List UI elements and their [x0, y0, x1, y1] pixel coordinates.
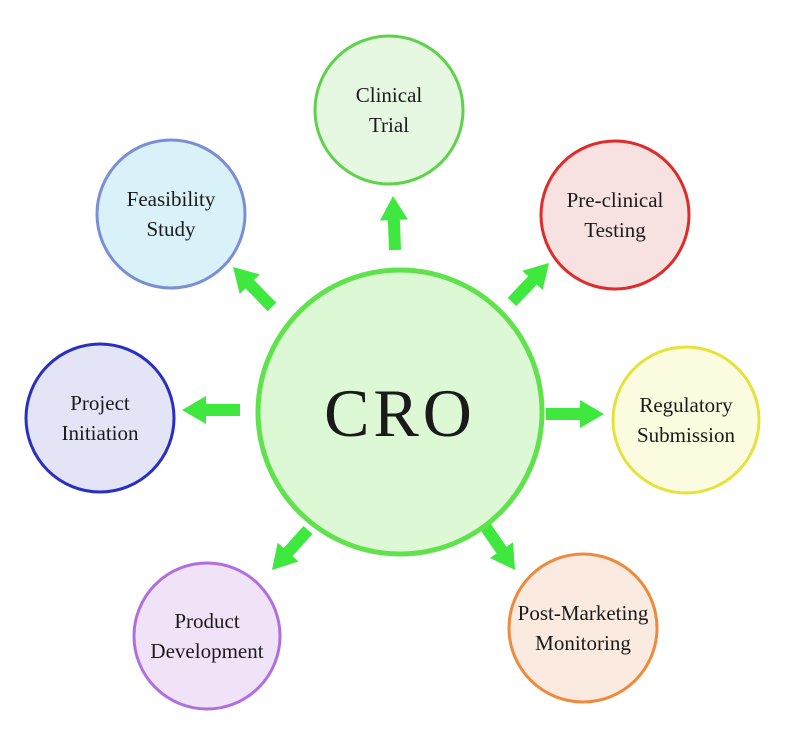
arrow-to-regulatory-submission — [546, 400, 604, 428]
node-label-clinical-trial-line-2: Trial — [369, 113, 409, 137]
center-label: CRO — [324, 375, 476, 451]
node-circle-clinical-trial — [313, 34, 465, 186]
arrow-to-feasibility-study — [233, 267, 277, 312]
node-label-product-development-line-2: Development — [150, 639, 263, 663]
arrow-to-pre-clinical-testing — [507, 263, 549, 307]
node-circle-feasibility-study — [95, 138, 247, 290]
node-label-pre-clinical-testing-line-1: Pre-clinical — [567, 188, 664, 212]
node-label-post-marketing-monitoring-line-2: Monitoring — [535, 631, 631, 655]
arrow-to-clinical-trial — [379, 196, 408, 251]
center-circle — [255, 267, 545, 557]
arrow-to-post-marketing-monitoring — [480, 522, 515, 570]
node-circle-pre-clinical-testing — [539, 139, 691, 291]
node-label-feasibility-study-line-1: Feasibility — [127, 187, 216, 211]
node-label-regulatory-submission-line-2: Submission — [637, 423, 736, 447]
node-label-pre-clinical-testing-line-2: Testing — [584, 218, 646, 242]
node-circle-post-marketing-monitoring — [507, 552, 659, 704]
node-circle-product-development — [132, 561, 282, 711]
node-label-post-marketing-monitoring-line-1: Post-Marketing — [518, 601, 649, 625]
node-label-regulatory-submission-line-1: Regulatory — [639, 393, 733, 417]
node-label-product-development-line-1: Product — [174, 609, 239, 633]
arrow-to-product-development — [272, 525, 313, 570]
node-label-project-initiation-line-2: Initiation — [62, 421, 139, 445]
arrow-to-project-initiation — [182, 396, 240, 424]
node-label-project-initiation-line-1: Project — [70, 391, 130, 415]
node-label-clinical-trial-line-1: Clinical — [356, 83, 423, 107]
node-circle-project-initiation — [24, 342, 176, 494]
node-label-feasibility-study-line-2: Study — [146, 217, 196, 241]
node-circle-regulatory-submission — [611, 345, 761, 495]
